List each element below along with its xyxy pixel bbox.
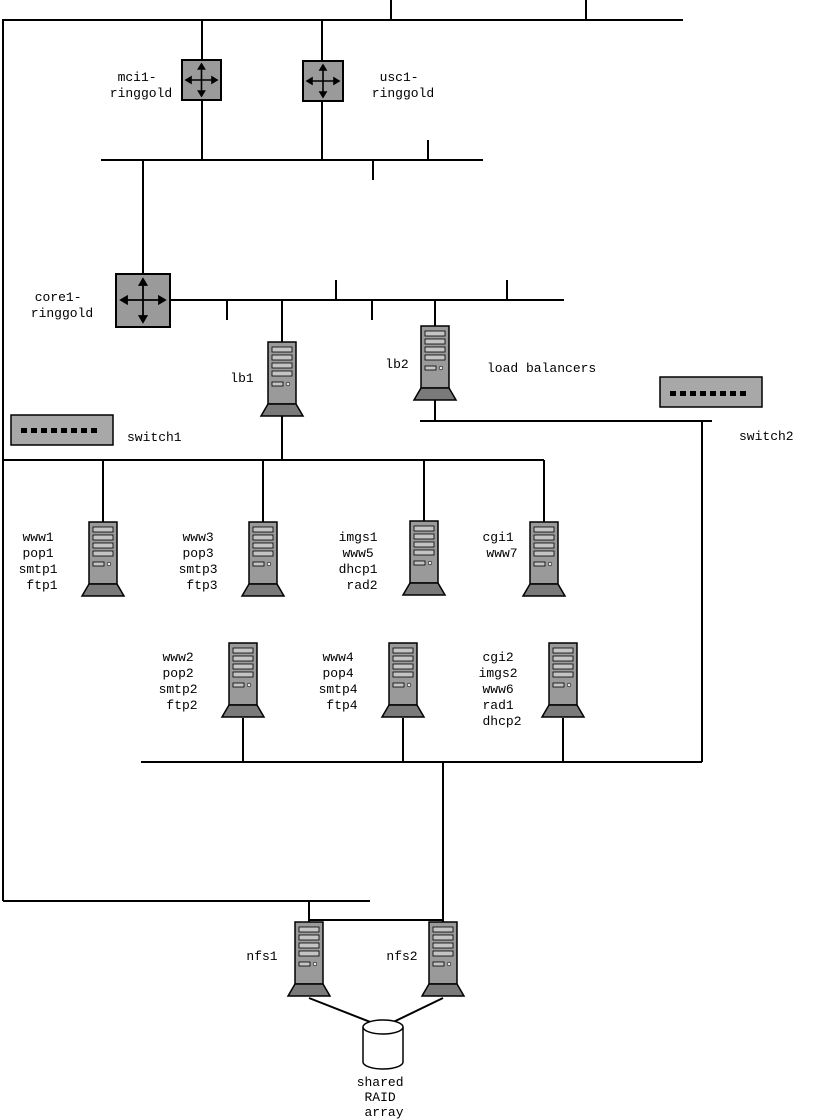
switch-ports-icon xyxy=(21,428,97,433)
server-imgs1[interactable]: imgs1 www5 dhcp1 rad2 xyxy=(339,520,446,596)
server-icon xyxy=(81,521,125,597)
server-nfs1[interactable]: nfs1 xyxy=(246,921,331,997)
router-label-usc1: usc1- ringgold xyxy=(372,70,434,101)
router-label-core1: core1- ringgold xyxy=(31,290,93,321)
server-label: imgs1 www5 dhcp1 rad2 xyxy=(339,530,386,593)
router-core1[interactable]: core1- ringgold xyxy=(31,273,171,328)
server-label: lb2 xyxy=(385,357,408,372)
disk-cylinder-icon xyxy=(362,1019,404,1070)
server-cgi1[interactable]: cgi1 www7 xyxy=(482,521,566,597)
server-label: nfs1 xyxy=(246,949,277,964)
server-nfs2[interactable]: nfs2 xyxy=(386,921,465,997)
server-label: cgi2 imgs2 www6 rad1 dhcp2 xyxy=(479,650,526,729)
server-lb2[interactable]: lb2 xyxy=(385,325,457,401)
server-www1[interactable]: www1 pop1 smtp1 ftp1 xyxy=(19,521,125,597)
raid-label: shared RAID array xyxy=(357,1075,412,1120)
server-icon xyxy=(541,642,585,718)
server-label: www2 pop2 smtp2 ftp2 xyxy=(159,650,206,713)
switch2[interactable]: switch2 xyxy=(659,376,794,444)
server-label: lb1 xyxy=(230,371,254,386)
raid-array[interactable]: shared RAID array xyxy=(357,1019,412,1120)
server-label: www3 pop3 smtp3 ftp3 xyxy=(179,530,226,593)
server-www4[interactable]: www4 pop4 smtp4 ftp4 xyxy=(319,642,425,718)
router-usc1[interactable]: usc1- ringgold xyxy=(302,60,434,102)
switch-ports-icon xyxy=(670,391,746,396)
router-arrows-icon xyxy=(305,63,341,99)
router-label-mci1: mci1- ringgold xyxy=(110,70,172,101)
server-icon xyxy=(402,520,446,596)
server-icon xyxy=(413,325,457,401)
router-arrows-icon xyxy=(184,62,219,98)
network-links xyxy=(2,0,712,1028)
server-icon xyxy=(287,921,331,997)
server-lb1[interactable]: lb1 xyxy=(230,341,304,417)
server-icon xyxy=(241,521,285,597)
switch-label: switch1 xyxy=(127,430,182,445)
server-icon xyxy=(421,921,465,997)
server-label: www4 pop4 smtp4 ftp4 xyxy=(319,650,366,713)
router-arrows-icon xyxy=(119,277,167,324)
server-label: www1 pop1 smtp1 ftp1 xyxy=(19,530,66,593)
router-mci1[interactable]: mci1- ringgold xyxy=(110,59,222,101)
server-label: nfs2 xyxy=(386,949,417,964)
server-icon xyxy=(260,341,304,417)
server-www2[interactable]: www2 pop2 smtp2 ftp2 xyxy=(159,642,265,718)
switch1[interactable]: switch1 xyxy=(10,414,182,446)
server-icon xyxy=(522,521,566,597)
server-icon xyxy=(381,642,425,718)
server-label: cgi1 www7 xyxy=(482,530,521,561)
switch-label: switch2 xyxy=(739,429,794,444)
load-balancers-caption: load balancers xyxy=(487,361,596,376)
server-cgi2[interactable]: cgi2 imgs2 www6 rad1 dhcp2 xyxy=(479,642,585,729)
server-www3[interactable]: www3 pop3 smtp3 ftp3 xyxy=(179,521,285,597)
server-icon xyxy=(221,642,265,718)
